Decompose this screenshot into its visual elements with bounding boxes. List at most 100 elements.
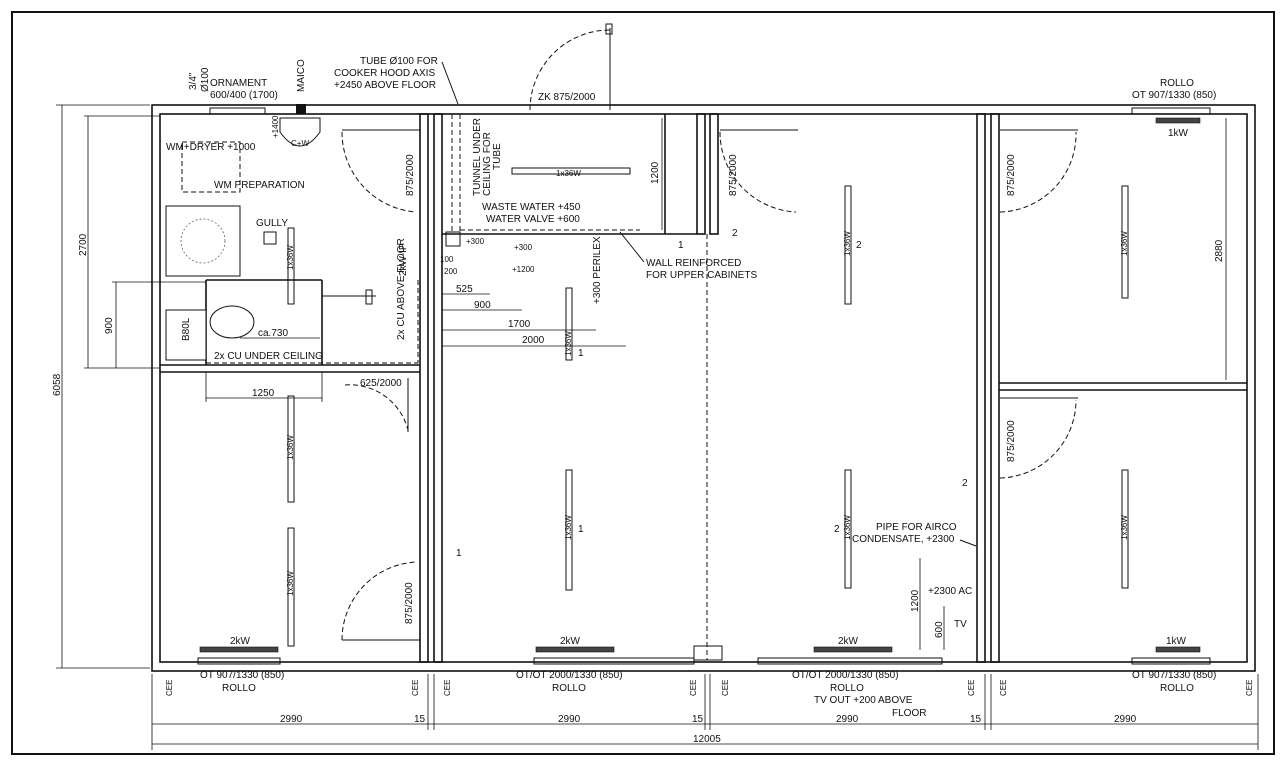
outer-walls	[151, 104, 1256, 672]
heater-kitchen	[535, 646, 615, 653]
perilex-label: +300 PERILEX	[592, 236, 603, 304]
dim-2990-3: 2990	[836, 714, 859, 725]
light-kitchen-top-label: 1x36W	[556, 169, 581, 178]
room-mid-right: 875/2000 2 1x36W 2 1x36W 2 PIPE FOR AIRC…	[719, 129, 977, 653]
gully-icon	[263, 231, 277, 245]
dim-total: 12005	[693, 734, 721, 745]
dim-2990-1: 2990	[280, 714, 303, 725]
dim-900-left: 900	[104, 317, 115, 334]
door-swing-zk	[529, 29, 611, 111]
tube-label-1: TUBE Ø100 FOR	[360, 56, 438, 67]
heater-mid-label: 2kW	[838, 636, 859, 647]
wall-reinforced-label-2: FOR UPPER CABINETS	[646, 270, 757, 281]
dim-2000: 2000	[522, 335, 545, 346]
dim-200: 200	[444, 267, 458, 276]
aircon-label-1: PIPE FOR AIRCO	[876, 522, 957, 533]
door-625-label: 625/2000	[360, 378, 402, 389]
dim-2880: 2880	[1214, 239, 1225, 262]
shower-drain-icon	[180, 218, 226, 264]
tunnel-label-1: TUNNEL UNDER	[472, 118, 483, 196]
window-1-label: OT 907/1330 (850)	[200, 670, 284, 681]
door-swing-left	[341, 561, 417, 641]
room-left-bottom: 1x36W 1x36W 875/2000 1 2kW	[199, 395, 462, 653]
light-kitchen-1-label: 1x36W	[564, 331, 573, 356]
light-right-2-label: 1x36W	[1120, 515, 1129, 540]
window-3-label: OT/OT 2000/1330 (850)	[792, 670, 899, 681]
heater-kitchen-label: 2kW	[560, 636, 581, 647]
light-left-1	[287, 395, 295, 503]
door-mid-right-label: 875/2000	[728, 154, 739, 196]
rollo-2-label: ROLLO	[552, 683, 586, 694]
heater-left	[199, 646, 279, 653]
module-walls	[160, 113, 1247, 663]
cee-8: CEE	[1245, 680, 1254, 696]
tunnel-label-3: TUBE	[492, 143, 503, 170]
heater-ip-label: 2kW-IP	[398, 243, 409, 276]
socket-300-a: +300	[466, 237, 485, 246]
socket-1200: +1200	[512, 265, 535, 274]
rollo-3-label: ROLLO	[830, 683, 864, 694]
dim-15-3: 15	[970, 714, 982, 725]
light-left-1-label: 1x36W	[286, 435, 295, 460]
light-bathroom-label: 1x36W	[286, 245, 295, 270]
light-kitchen-1	[565, 287, 573, 361]
light-mid-2-label: 1x36W	[843, 515, 852, 540]
num-2-mid-a: 2	[732, 228, 738, 239]
room-kitchen: TUBE Ø100 FOR COOKER HOOD AXIS +2450 ABO…	[334, 23, 757, 653]
gully-label: GULLY	[256, 218, 288, 229]
light-kitchen-2-label: 1x36W	[564, 515, 573, 540]
drawing-frame	[11, 11, 1275, 755]
num-2-mid-c: 2	[834, 524, 840, 535]
cee-7: CEE	[999, 680, 1008, 696]
sink-label: C+W	[291, 139, 309, 148]
tv-label: TV	[954, 619, 967, 630]
boiler-icon	[165, 309, 207, 361]
dim-2990-2: 2990	[558, 714, 581, 725]
num-1-left: 1	[456, 548, 462, 559]
num-2-mid-b: 2	[856, 240, 862, 251]
cee-1: CEE	[165, 680, 174, 696]
height-1400-label: +1400	[271, 115, 280, 138]
ornament-size-label: 600/400 (1700)	[210, 90, 278, 101]
cee-5: CEE	[721, 680, 730, 696]
tube-label-2: COOKER HOOD AXIS	[334, 68, 435, 79]
dim-100: 100	[440, 255, 454, 264]
fan-icon	[296, 104, 306, 114]
rollo-1-label: ROLLO	[222, 683, 256, 694]
cee-2: CEE	[411, 680, 420, 696]
num-1-kitchen-c: 1	[678, 240, 684, 251]
dim-15-1: 15	[414, 714, 426, 725]
cee-6: CEE	[967, 680, 976, 696]
light-right-2	[1121, 469, 1129, 589]
dim-15-2: 15	[692, 714, 704, 725]
pipe-100-label: Ø100	[200, 67, 211, 92]
door-swing-625	[344, 384, 409, 431]
num-1-kitchen-a: 1	[578, 348, 584, 359]
tv-out-label-2: FLOOR	[892, 708, 926, 719]
rollo-right-top: ROLLO	[1160, 78, 1194, 89]
sink-icon	[279, 117, 321, 147]
window-4-label: OT 907/1330 (850)	[1132, 670, 1216, 681]
light-left-2	[287, 527, 295, 647]
water-valve-label: WATER VALVE +600	[486, 214, 580, 225]
dim-525: 525	[456, 284, 473, 295]
num-1-kitchen-b: 1	[578, 524, 584, 535]
aircon-label-2: CONDENSATE, +2300	[852, 534, 955, 545]
shower-tray	[165, 205, 241, 277]
heater-right-top-label: 1kW	[1168, 128, 1189, 139]
ornament-label: ORNAMENT	[210, 78, 267, 89]
pipe-34-label: 3/4"	[188, 72, 199, 90]
light-bathroom	[287, 227, 295, 305]
light-kitchen-top	[511, 167, 631, 175]
ac-label: +2300 AC	[928, 586, 972, 597]
num-2-right: 2	[962, 478, 968, 489]
dim-900: 900	[474, 300, 491, 311]
heater-left-label: 2kW	[230, 636, 251, 647]
dim-1700: 1700	[508, 319, 531, 330]
left-dimensions: 6058 2700 900 1250	[52, 104, 323, 669]
wall-reinforced-label: WALL REINFORCED	[646, 258, 741, 269]
dim-6058: 6058	[52, 373, 63, 396]
door-swing-bathroom	[341, 131, 417, 213]
bottom-dimensions: 2990 15 2990 15 2990 15 2990 12005	[151, 674, 1259, 750]
